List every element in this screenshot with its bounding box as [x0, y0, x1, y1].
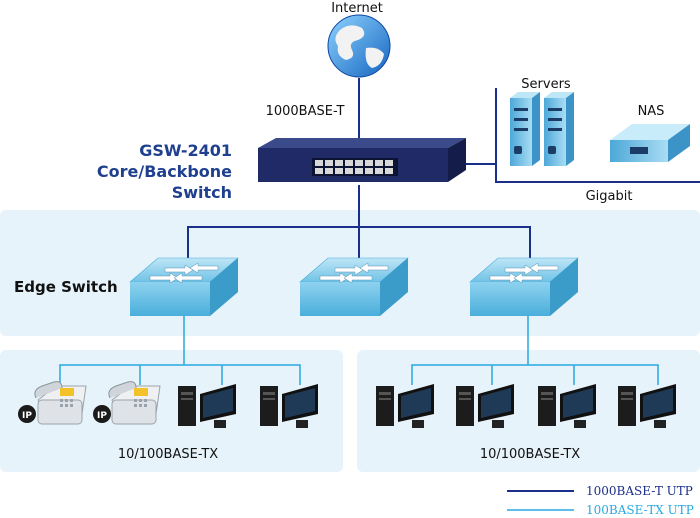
- access-zone-right: [357, 350, 700, 472]
- uplink-label: 1000BASE-T: [266, 104, 345, 119]
- fast-ethernet-links: [59, 315, 659, 385]
- edge-switch-3: [469, 257, 579, 316]
- core-switch-role: Core/Backbone: [97, 162, 232, 181]
- server-icon: [510, 92, 540, 166]
- gigabit-links: [187, 78, 700, 258]
- edge-switch-label: Edge Switch: [14, 278, 118, 296]
- access-right-label: 10/100BASE-TX: [480, 447, 580, 462]
- nas-icon: [610, 124, 690, 162]
- core-switch: [258, 138, 466, 182]
- access-zone-left: [0, 350, 343, 472]
- access-left-label: 10/100BASE-TX: [118, 447, 218, 462]
- edge-switch-1: [129, 257, 239, 316]
- legend-label-fast-ethernet: 100BASE-TX UTP: [586, 503, 694, 517]
- server-icon: [544, 92, 574, 166]
- legend: 1000BASE-T UTP 100BASE-TX UTP: [507, 484, 694, 517]
- desktop-pc-icon: [376, 384, 434, 428]
- core-switch-type: Switch: [172, 183, 232, 202]
- core-switch-model: GSW-2401: [139, 141, 232, 160]
- internet-label: Internet: [331, 1, 383, 16]
- desktop-pc-icon: [538, 384, 596, 428]
- ip-phone-icon: [93, 381, 161, 425]
- servers-label: Servers: [521, 77, 571, 92]
- internet-globe-icon: [327, 14, 391, 78]
- gigabit-label: Gigabit: [586, 189, 633, 204]
- ip-phone-badge: IP: [22, 411, 32, 421]
- legend-label-gigabit: 1000BASE-T UTP: [586, 484, 693, 498]
- ip-phone-icon: [18, 381, 87, 425]
- desktop-pc-icon: [178, 384, 236, 428]
- desktop-pc-icon: [618, 384, 676, 428]
- edge-switch-2: [299, 257, 409, 316]
- desktop-pc-icon: [456, 384, 514, 428]
- nas-label: NAS: [638, 104, 665, 119]
- desktop-pc-icon: [260, 384, 318, 428]
- ip-phone-badge: IP: [97, 411, 107, 421]
